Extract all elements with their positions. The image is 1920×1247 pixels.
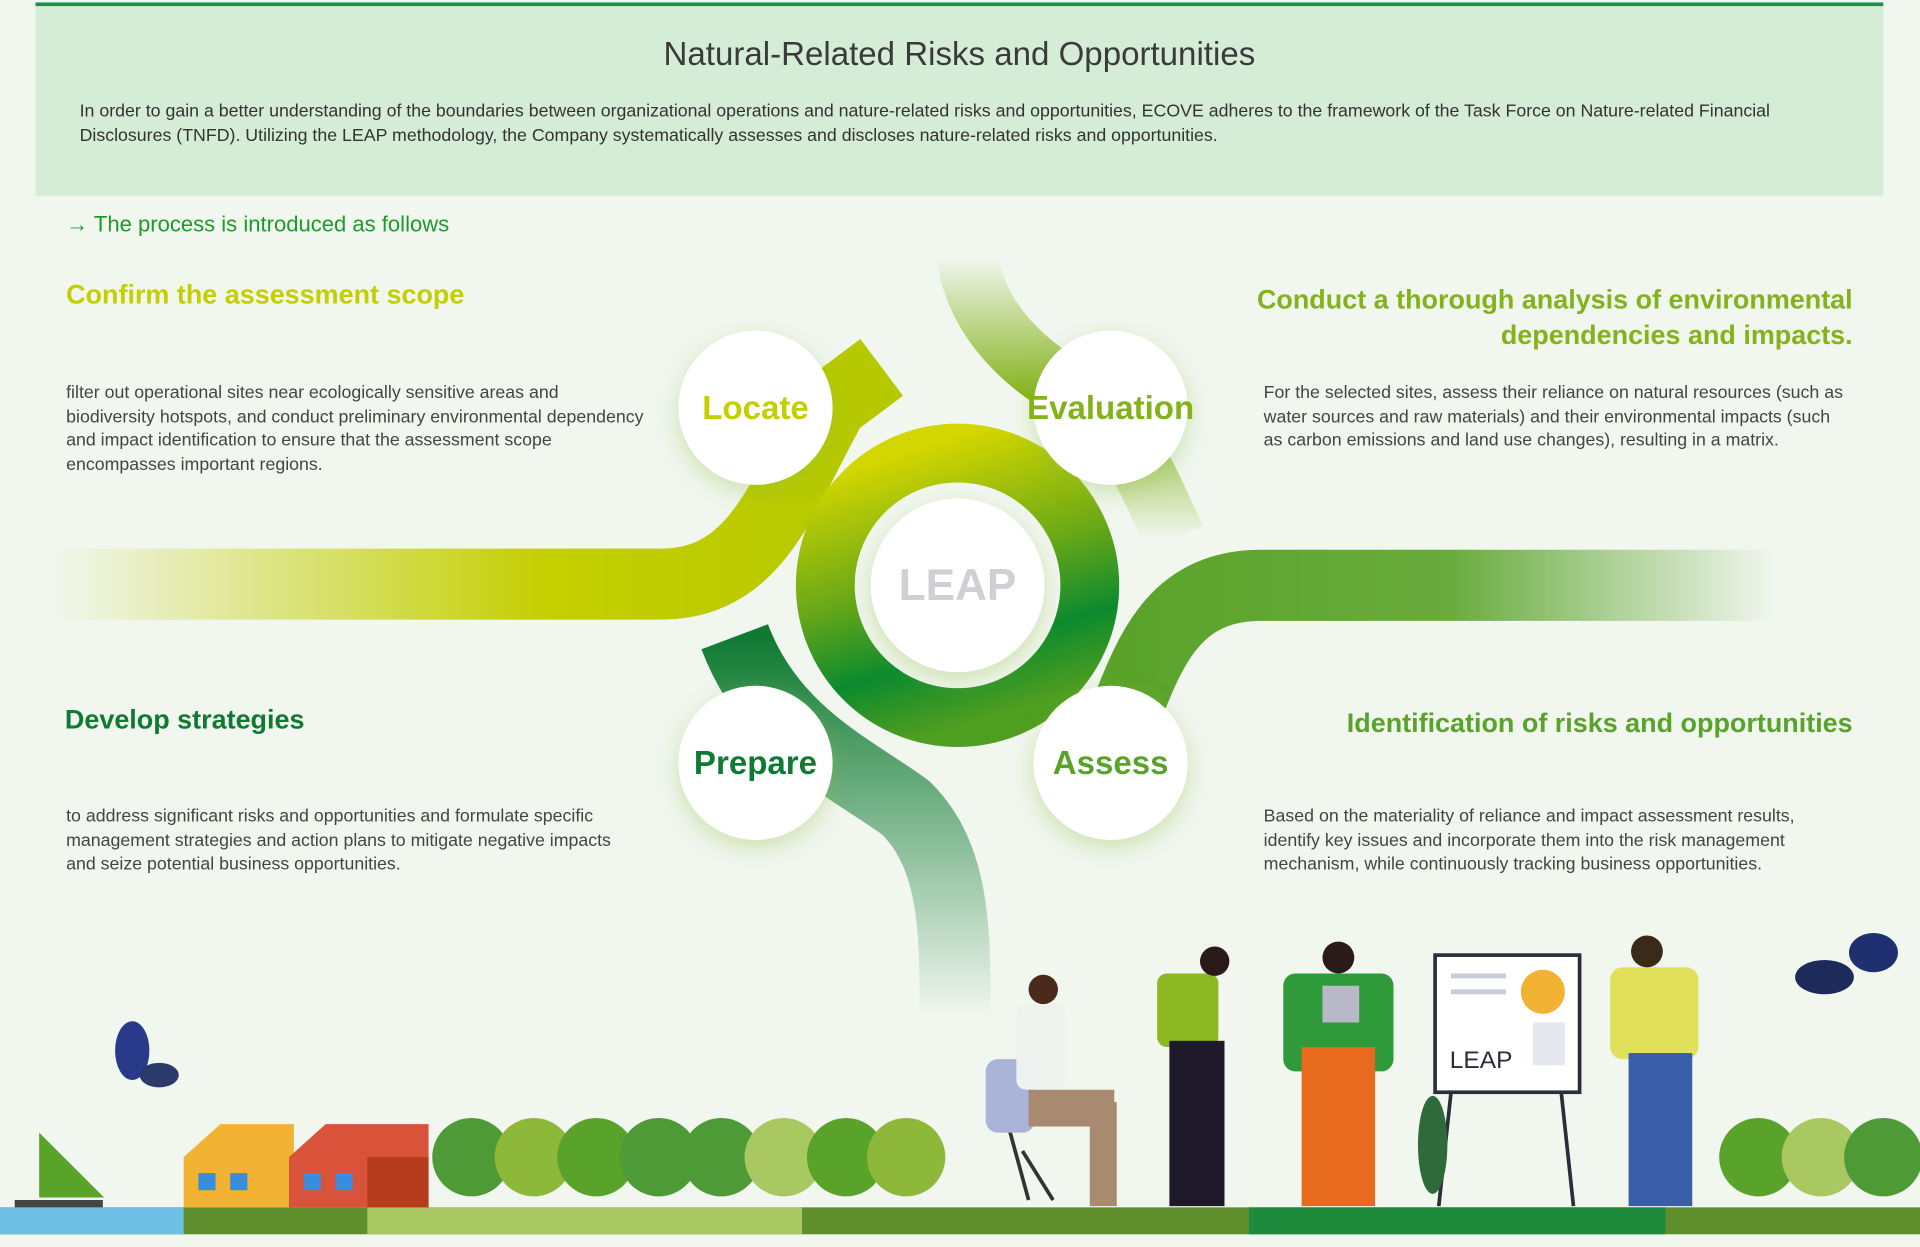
butterfly-icon — [1795, 933, 1898, 995]
board-label: LEAP — [1449, 1046, 1513, 1074]
people-illustration — [985, 935, 1699, 1207]
leap-ring — [795, 423, 1120, 747]
prepare-heading: Develop strategies — [64, 704, 305, 735]
evaluation-circle: Evaluation — [1027, 330, 1194, 485]
prepare-circle: Prepare — [678, 685, 833, 841]
locate-circle: Locate — [678, 330, 833, 485]
landscape-illustration — [0, 933, 1920, 1235]
evaluation-heading: Conduct a thorough analysis of environme… — [1256, 284, 1853, 351]
header-banner: Natural-Related Risks and Opportunities … — [35, 2, 1884, 196]
assess-ribbon — [1093, 549, 1776, 724]
prepare-text: to address significant risks and opportu… — [66, 806, 611, 875]
assess-circle: Assess — [1033, 685, 1188, 841]
butterfly-icon — [115, 1021, 179, 1088]
page-title: Natural-Related Risks and Opportunities — [663, 35, 1256, 73]
evaluation-text: For the selected sites, assess their rel… — [1263, 383, 1843, 451]
process-label: → The process is introduced as follows — [66, 211, 450, 237]
intro-text: In order to gain a better understanding … — [79, 101, 1770, 146]
assess-text: Based on the materiality of reliance and… — [1263, 806, 1795, 875]
house-icon — [288, 1124, 429, 1208]
leap-center-label: LEAP — [870, 498, 1045, 673]
house-icon — [183, 1124, 294, 1208]
locate-heading: Confirm the assessment scope — [66, 279, 465, 310]
water — [0, 1207, 184, 1235]
sailboat-icon — [39, 1132, 105, 1198]
trees — [432, 1117, 1920, 1197]
locate-text: filter out operational sites near ecolog… — [66, 383, 644, 475]
assess-heading: Identification of risks and opportunitie… — [1346, 707, 1853, 739]
